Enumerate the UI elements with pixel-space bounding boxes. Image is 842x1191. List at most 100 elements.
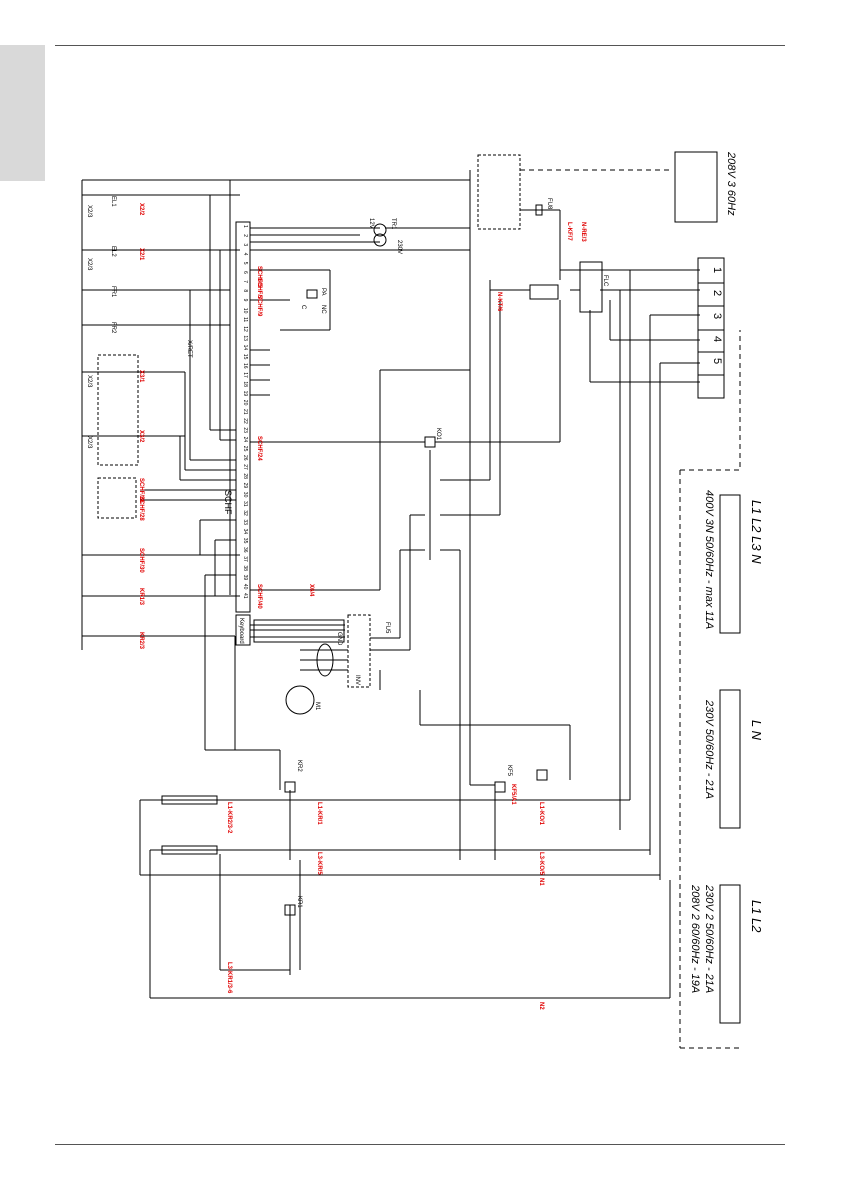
label-n-re-3: N-RE/3 bbox=[580, 222, 586, 242]
label-c: C bbox=[300, 305, 306, 310]
board-pin: 11 bbox=[242, 317, 248, 322]
label-n2: N2 bbox=[538, 1002, 544, 1010]
supply-3-title2: 208V 2 60/60Hz - 19A bbox=[689, 884, 701, 993]
board-pin: 29 bbox=[242, 483, 248, 489]
label-x2-3-b: X2/3 bbox=[86, 258, 92, 271]
supply-3-phases: L1 L2 bbox=[749, 900, 764, 933]
label-schf: SCHF bbox=[223, 490, 233, 515]
footer-rule bbox=[55, 1144, 785, 1145]
label-230v: 230V bbox=[396, 240, 402, 254]
label-kr1: KR1 bbox=[296, 896, 302, 908]
board-pin: 9 bbox=[242, 299, 248, 302]
label-x-ret: X/RET bbox=[186, 340, 192, 358]
board-pin: 22 bbox=[242, 418, 248, 424]
terminal-4: 4 bbox=[711, 336, 723, 342]
board-pin: 16 bbox=[242, 363, 248, 369]
section-tab bbox=[0, 45, 45, 181]
terminal-numbers: 1 2 3 4 5 bbox=[711, 267, 723, 364]
board-pin: 23 bbox=[242, 427, 248, 433]
board-pin: 4 bbox=[242, 253, 248, 256]
label-kr1-3: KR1/3 bbox=[138, 588, 144, 606]
label-kf5-a1: KF5/A1 bbox=[510, 784, 516, 805]
board-pin: 13 bbox=[242, 335, 248, 341]
board-pin: 12 bbox=[242, 326, 248, 332]
board-pin: 3 bbox=[242, 243, 248, 246]
board-pin: 27 bbox=[242, 464, 248, 470]
board-pin: 28 bbox=[242, 473, 248, 479]
board-pin: 37 bbox=[242, 556, 248, 562]
label-l3-ko-5: L3-KO/5 bbox=[538, 852, 544, 876]
terminal-5: 5 bbox=[711, 358, 723, 364]
label-l1-kr2: L1-KR2/3-2 bbox=[226, 802, 232, 834]
board-pin: 33 bbox=[242, 519, 248, 525]
board-pin: 40 bbox=[242, 584, 248, 590]
terminal-2: 2 bbox=[711, 290, 723, 296]
label-x2-2: X2/2 bbox=[138, 203, 144, 216]
label-fr2: FR2 bbox=[110, 322, 116, 334]
board-pins: 1234567891011121314151617181920212223242… bbox=[242, 225, 248, 599]
supply-2-title: 230V 50/60Hz - 21A bbox=[703, 699, 715, 799]
label-schf-5: SCHF/5 bbox=[256, 266, 262, 288]
label-ko1: KO1 bbox=[435, 428, 441, 441]
board-pin: 5 bbox=[242, 262, 248, 265]
label-kr2: KR2 bbox=[296, 760, 302, 772]
label-kr2-3: KR2/3 bbox=[138, 632, 144, 650]
board-pin: 20 bbox=[242, 400, 248, 406]
label-schf-30: SCHF/30 bbox=[138, 548, 144, 573]
board-pin: 10 bbox=[242, 308, 248, 314]
board-pin: 26 bbox=[242, 455, 248, 461]
label-flc: FLC bbox=[602, 275, 608, 287]
label-gnd: GND bbox=[336, 632, 342, 646]
board-pin: 15 bbox=[242, 354, 248, 360]
supply-3-title1: 230V 2 50/60Hz - 21A bbox=[703, 884, 715, 993]
board-pin: 34 bbox=[242, 529, 248, 535]
label-el2: EL2 bbox=[110, 246, 116, 257]
label-x6-4: X6/4 bbox=[308, 584, 314, 597]
wires bbox=[81, 151, 741, 1049]
terminal-3: 3 bbox=[711, 313, 723, 319]
label-x2-3-a: X2/3 bbox=[86, 205, 92, 218]
label-schf-26: SCHF/26 bbox=[138, 478, 144, 503]
label-schf-24: SCHF/24 bbox=[256, 436, 262, 461]
board-pin: 35 bbox=[242, 538, 248, 544]
label-n1: N1 bbox=[538, 878, 544, 886]
label-l1-ko-1: L1-KO/1 bbox=[538, 802, 544, 826]
label-schf-9: SCHF/9 bbox=[256, 295, 262, 317]
label-nc: NC bbox=[320, 305, 326, 314]
board-pin: 14 bbox=[242, 345, 248, 351]
board-pin: 8 bbox=[242, 289, 248, 292]
label-x3-2: X3/2 bbox=[138, 430, 144, 443]
label-l-kf-7: L-KF/7 bbox=[566, 222, 572, 241]
label-schf-40: SCHF/40 bbox=[256, 584, 262, 609]
label-fr1: FR1 bbox=[110, 286, 116, 298]
board-pin: 39 bbox=[242, 575, 248, 581]
board-pin: 21 bbox=[242, 409, 248, 415]
supply-2-phases: L N bbox=[749, 720, 764, 741]
terminal-1: 1 bbox=[711, 267, 723, 273]
board-pin: 6 bbox=[242, 271, 248, 274]
supply-top-title: 208V 3 60Hz bbox=[725, 151, 737, 216]
label-schf-7: SCHF/7 bbox=[256, 278, 262, 300]
label-fu5: FU5 bbox=[384, 622, 390, 634]
label-keyboard: Keyboard bbox=[238, 618, 244, 644]
board-pin: 36 bbox=[242, 547, 248, 553]
board-pin: 7 bbox=[242, 280, 248, 283]
board-pin: 1 bbox=[242, 225, 248, 228]
label-el1: EL1 bbox=[110, 196, 116, 207]
label-schf-28: SCHF/28 bbox=[138, 496, 144, 521]
board-pin: 31 bbox=[242, 501, 248, 507]
component-labels: X2/3 X2/3 X2/3 X2/3 EL1 EL2 FR1 FR2 X/RE… bbox=[86, 196, 608, 908]
board-pin: 41 bbox=[242, 593, 248, 599]
label-pa: PA bbox=[320, 288, 326, 296]
board-pin: 38 bbox=[242, 565, 248, 571]
board-pin: 24 bbox=[242, 437, 248, 443]
board-pin: 32 bbox=[242, 510, 248, 516]
red-labels: X2/2 X2/1 X3/1 X3/2 SCHF/26 SCHF/28 SCHF… bbox=[138, 203, 586, 1010]
label-x3-1: X3/1 bbox=[138, 370, 144, 383]
label-fu8: FU8 bbox=[546, 198, 552, 210]
supply-headings: 208V 3 60Hz L1 L2 L3 N 400V 3N 50/60Hz -… bbox=[689, 151, 764, 993]
supply-1-title: 400V 3N 50/60Hz - max 11A bbox=[703, 490, 715, 629]
supply-1-phases: L1 L2 L3 N bbox=[749, 500, 764, 564]
label-x2-1: X2/1 bbox=[138, 248, 144, 261]
